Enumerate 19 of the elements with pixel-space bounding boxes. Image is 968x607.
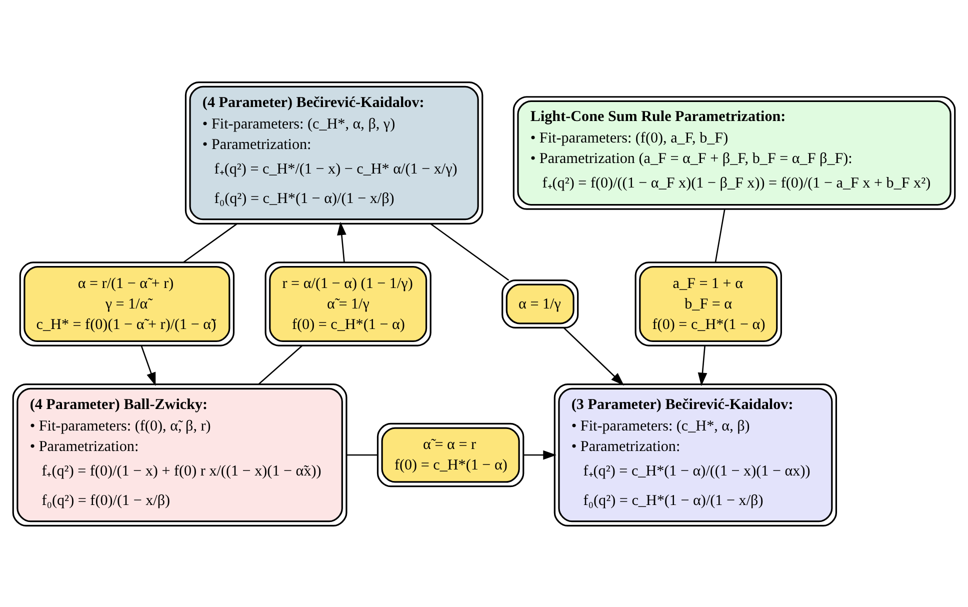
node-box: (4 Parameter) Bečirević-Kaidalov: • Fit-parameters: (c_H*, α, β, γ) • Parametrization: f₊(q²) = c_H*/(1 − x) − c_H* α/(1 − x/γ) f₀(q²) = c_H*(1 − α)/(1 − x/β) (184, 81, 484, 224)
node-box: r = α/(1 − α) (1 − 1/γ) α̃ = 1/γ f(0) = c_H*(1 − α) (264, 261, 432, 346)
node-box: α = r/(1 − α̃ + r) γ = 1/α̃ c_H* = f(0)(1 − α̃ + r)/(1 − α̃) (19, 261, 235, 346)
node-box: Light-Cone Sum Rule Parametrization: • Fit-parameters: (f(0), a_F, b_F) • Parametrization (a_F = α_F + β_F, b_F = α_F β_F): f₊(q²) = f(0)/((1 − α_F x)(1 − β_F x)) = f(0)/(1 − a_F x + b_F x²) (512, 96, 956, 210)
node-box: (3 Parameter) Bečirević-Kaidalov: • Fit-parameters: (c_H*, α, β) • Parametrization: f₊(q²) = c_H*(1 − α)/((1 − x)(1 − αx)) f₀(q²) = c_H*(1 − α)/(1 − x/β) (554, 383, 838, 526)
arrow (140, 345, 156, 386)
connector (258, 344, 303, 384)
arrow (524, 450, 557, 460)
arrow (337, 221, 346, 262)
node-box: α̃ = α = r f(0) = c_H*(1 − α) (376, 422, 524, 487)
arrow (698, 345, 708, 386)
connector (346, 454, 378, 456)
arrow (564, 327, 624, 386)
node-box: α = 1/γ (502, 278, 579, 328)
connector (714, 208, 726, 262)
node-box: a_F = 1 + α b_F = α f(0) = c_H*(1 − α) (634, 261, 782, 346)
connector (430, 222, 510, 280)
connector (183, 222, 238, 262)
node-box: (4 Parameter) Ball-Zwicky: • Fit-parameters: (f(0), α̃, β, r) • Parametrization: f₊(q²) = f(0)/(1 − x) + f(0) r x/((1 − x)(1 − α̃x)) f₀(q²) = f(0)/(1 − x/β) (12, 383, 348, 526)
